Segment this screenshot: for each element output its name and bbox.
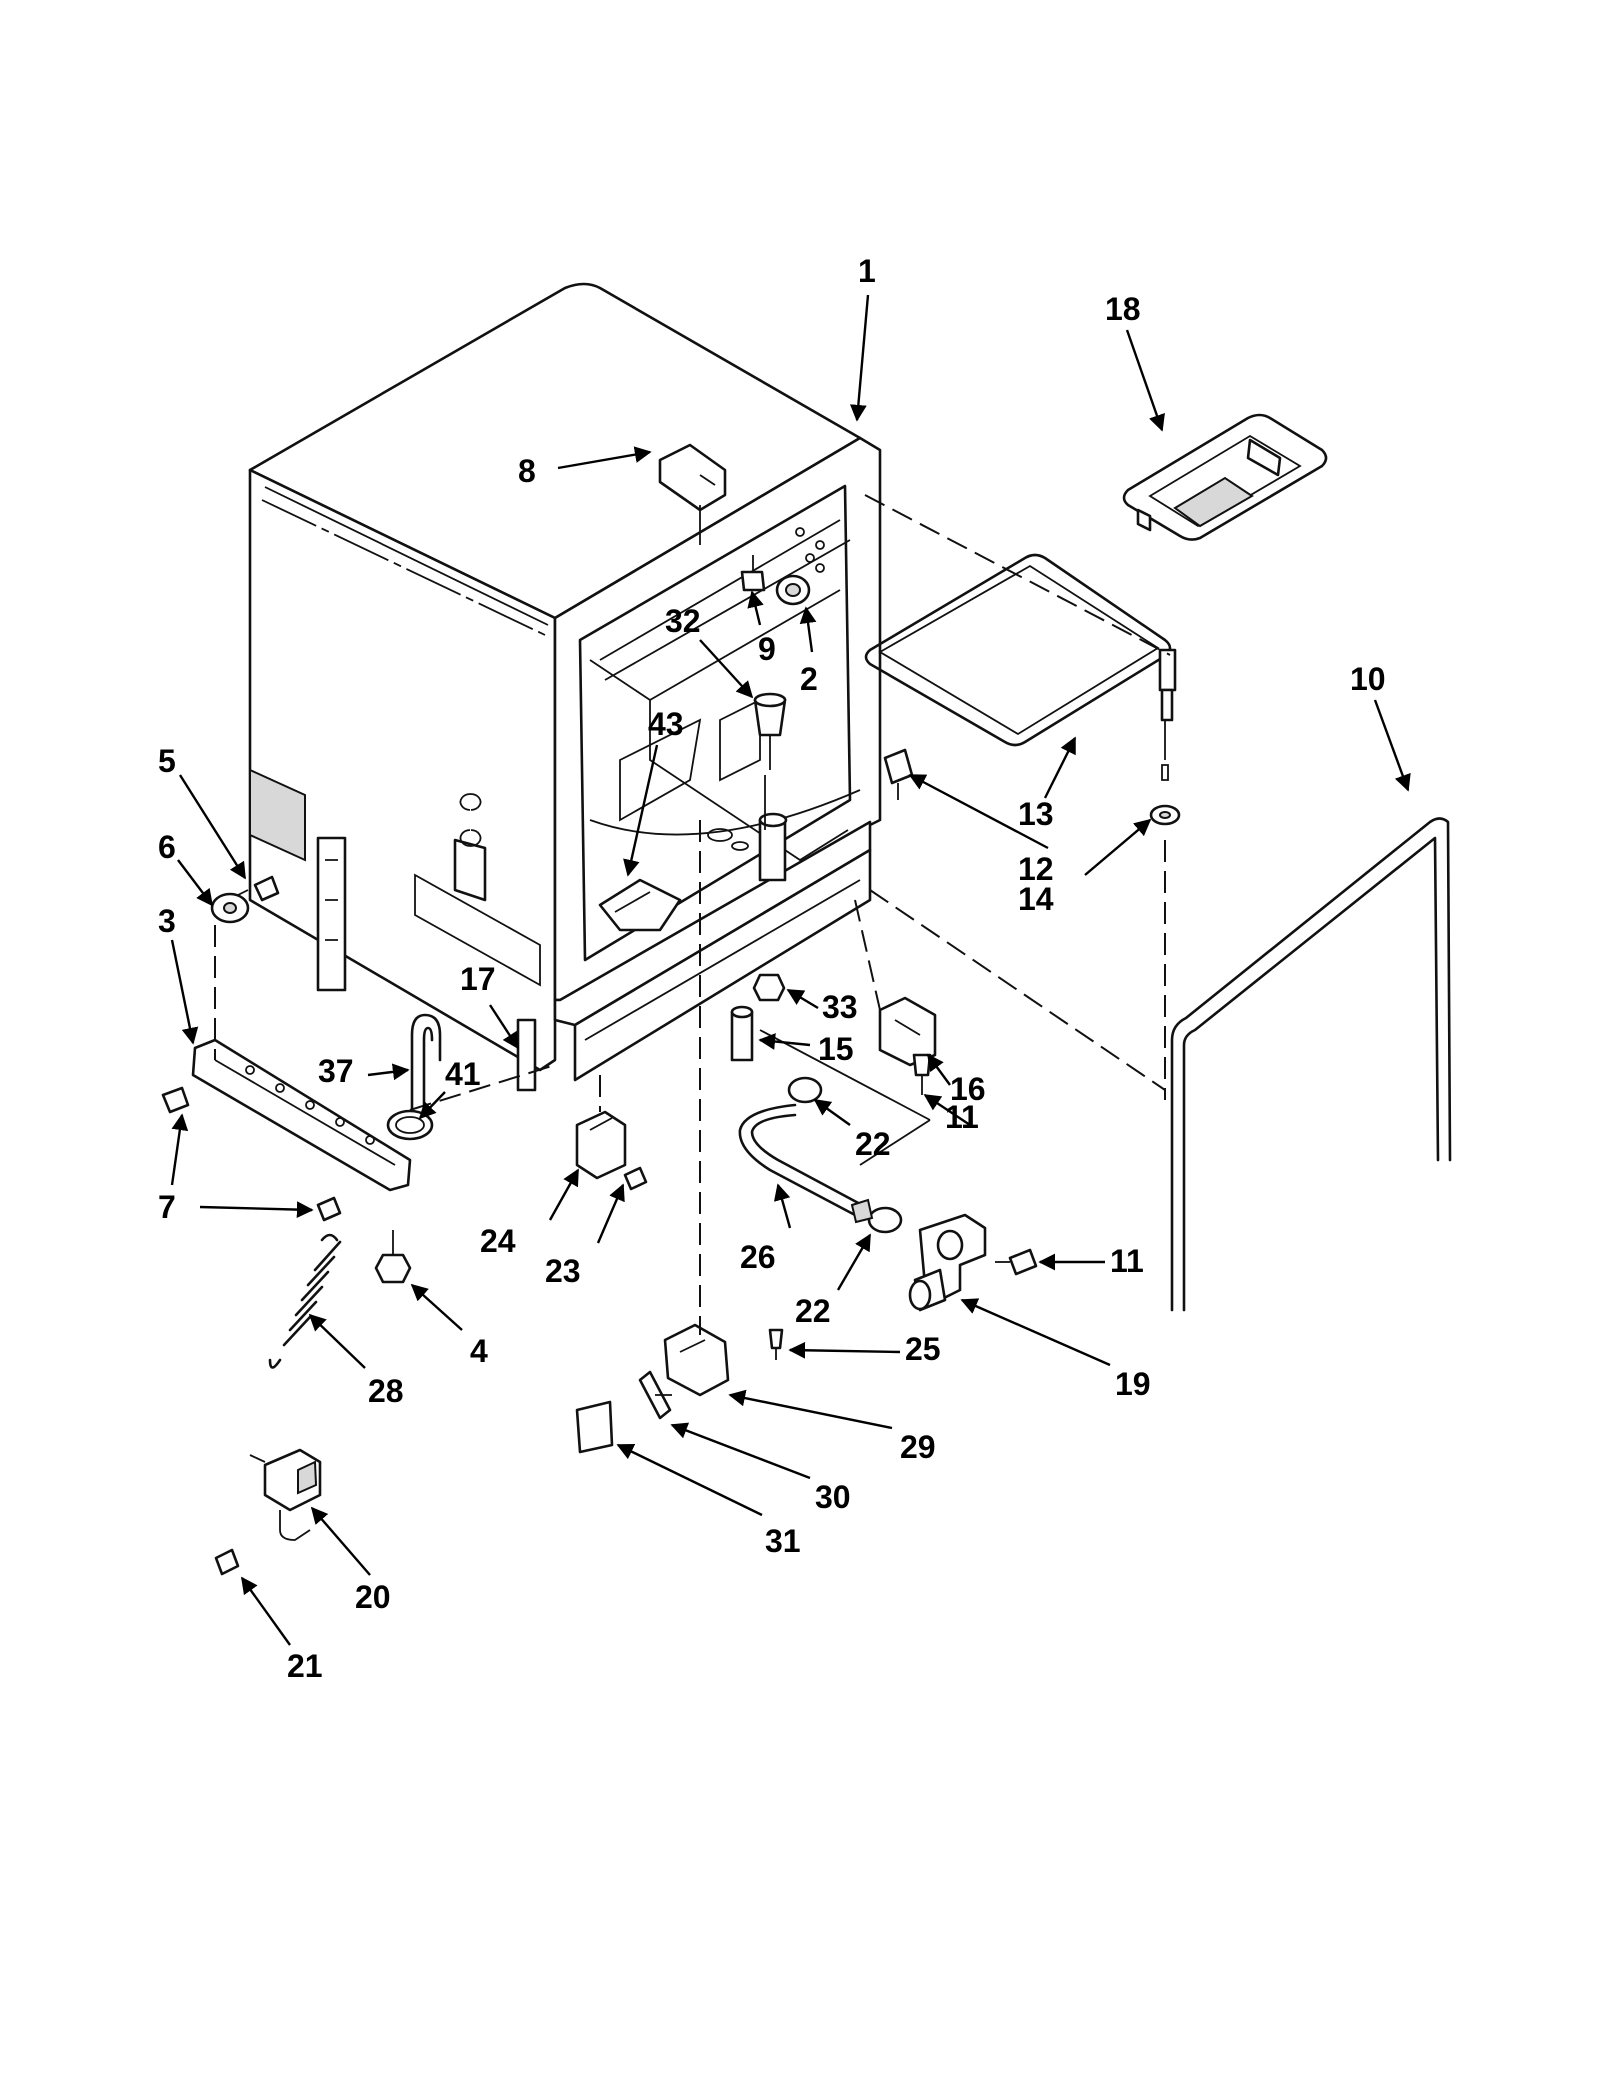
callout-43: 43 xyxy=(648,706,684,742)
alignment-lines xyxy=(214,494,1171,1335)
callout-18: 18 xyxy=(1105,291,1141,327)
callout-23: 23 xyxy=(545,1253,581,1289)
callout-8: 8 xyxy=(518,453,536,489)
part-24-switch xyxy=(575,1110,627,1180)
callout-41: 41 xyxy=(445,1056,481,1092)
part-15-standoff xyxy=(730,1005,754,1062)
callout-3: 3 xyxy=(158,903,176,939)
callout-9: 9 xyxy=(758,631,776,667)
callout-labels: 1 2 3 4 5 6 7 8 9 10 11 11 12 13 14 15 1… xyxy=(158,253,1386,1684)
callout-25: 25 xyxy=(905,1331,941,1367)
callout-4: 4 xyxy=(470,1333,488,1369)
part-23-screw xyxy=(623,1166,648,1191)
part-11-screw-lower xyxy=(995,1248,1038,1276)
part-26-hose xyxy=(738,1103,874,1224)
part-9-screw xyxy=(740,555,766,592)
callout-28: 28 xyxy=(368,1373,404,1409)
callout-22-lower: 22 xyxy=(795,1293,831,1329)
part-17-strip xyxy=(516,1018,537,1092)
callout-13: 13 xyxy=(1018,796,1054,832)
callout-33: 33 xyxy=(822,989,858,1025)
part-18-latch xyxy=(1122,413,1328,541)
part-22-ring-upper xyxy=(787,1076,823,1104)
callout-19: 19 xyxy=(1115,1366,1151,1402)
callout-31: 31 xyxy=(765,1523,801,1559)
callout-26: 26 xyxy=(740,1239,776,1275)
part-13-frame xyxy=(864,553,1177,747)
callout-24: 24 xyxy=(480,1223,516,1259)
part-7-screw xyxy=(161,1086,342,1222)
callout-37: 37 xyxy=(318,1053,354,1089)
callout-12: 12 xyxy=(1018,851,1054,887)
part-33-nut xyxy=(752,973,786,1002)
part-32-stem xyxy=(753,692,787,770)
part-4-nut xyxy=(374,1230,412,1284)
part-3-bracket xyxy=(191,1038,412,1192)
part-14-washer xyxy=(1149,764,1181,826)
callout-20: 20 xyxy=(355,1579,391,1615)
part-29-housing xyxy=(663,1323,730,1397)
callout-14: 14 xyxy=(1018,881,1054,917)
callout-16: 16 xyxy=(950,1071,986,1107)
callout-29: 29 xyxy=(900,1429,936,1465)
part-11-screw-upper xyxy=(912,1053,932,1095)
callout-2: 2 xyxy=(800,661,818,697)
part-2-fitting xyxy=(775,574,811,606)
part-22-ring-lower xyxy=(867,1206,903,1234)
callout-32: 32 xyxy=(665,603,701,639)
leader-arrows xyxy=(170,294,1411,1646)
part-28-spring xyxy=(268,1233,342,1369)
part-31-plate xyxy=(575,1400,614,1454)
part-6-washer xyxy=(210,892,250,924)
part-30-lever xyxy=(638,1370,672,1420)
callout-5: 5 xyxy=(158,743,176,779)
part-10-rail xyxy=(1170,817,1452,1312)
callout-7: 7 xyxy=(158,1189,176,1225)
tub-assembly xyxy=(248,282,882,1082)
callout-1: 1 xyxy=(858,253,876,289)
part-20-valve xyxy=(249,1448,322,1541)
callout-21: 21 xyxy=(287,1648,323,1684)
callout-15: 15 xyxy=(818,1031,854,1067)
part-37-hook xyxy=(410,1013,442,1127)
part-21-screw xyxy=(214,1548,240,1576)
callout-6: 6 xyxy=(158,829,176,865)
callout-10: 10 xyxy=(1350,661,1386,697)
part-8-clip xyxy=(658,443,727,512)
part-19-fitting xyxy=(908,1213,987,1312)
callout-30: 30 xyxy=(815,1479,851,1515)
callout-11-upper: 11 xyxy=(945,1099,979,1135)
callout-11-lower: 11 xyxy=(1110,1243,1144,1279)
part-25-screw xyxy=(768,1328,784,1360)
part-5-screw xyxy=(231,875,280,902)
part-12-clip xyxy=(883,748,914,800)
part-41-clamp xyxy=(386,1109,434,1141)
callout-17: 17 xyxy=(460,961,496,997)
callout-22-upper: 22 xyxy=(855,1126,891,1162)
